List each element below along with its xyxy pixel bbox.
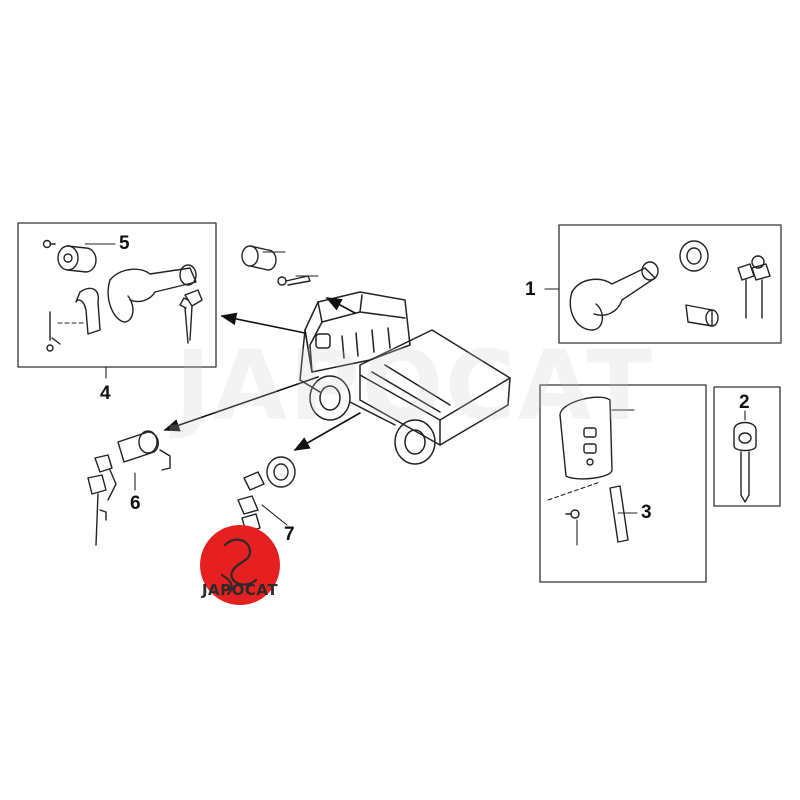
group-box-2 bbox=[713, 386, 781, 507]
pointer-arrows bbox=[163, 297, 361, 451]
door-lock-set-parts bbox=[42, 239, 203, 352]
callout-7: 7 bbox=[284, 524, 295, 545]
truck-illustration bbox=[299, 291, 511, 465]
leader-lines bbox=[57, 243, 746, 546]
ignition-switch-set-parts bbox=[569, 240, 771, 331]
remote-key-parts bbox=[559, 396, 629, 543]
callout-3: 3 bbox=[641, 502, 652, 523]
callout-5: 5 bbox=[119, 233, 130, 254]
japocat-logo-badge bbox=[200, 525, 280, 605]
callout-1: 1 bbox=[525, 279, 536, 300]
group-box-4 bbox=[17, 222, 217, 368]
callout-6: 6 bbox=[130, 493, 141, 514]
callout-4: 4 bbox=[100, 383, 111, 404]
logo-wordmark: JAPOCAT bbox=[201, 581, 279, 599]
door-cylinder-parts bbox=[241, 245, 311, 286]
callout-2: 2 bbox=[739, 392, 750, 413]
group-box-1 bbox=[558, 224, 782, 344]
key-blank-part bbox=[733, 421, 757, 503]
tailgate-lock-parts bbox=[87, 430, 171, 546]
group-box-3 bbox=[539, 384, 707, 583]
